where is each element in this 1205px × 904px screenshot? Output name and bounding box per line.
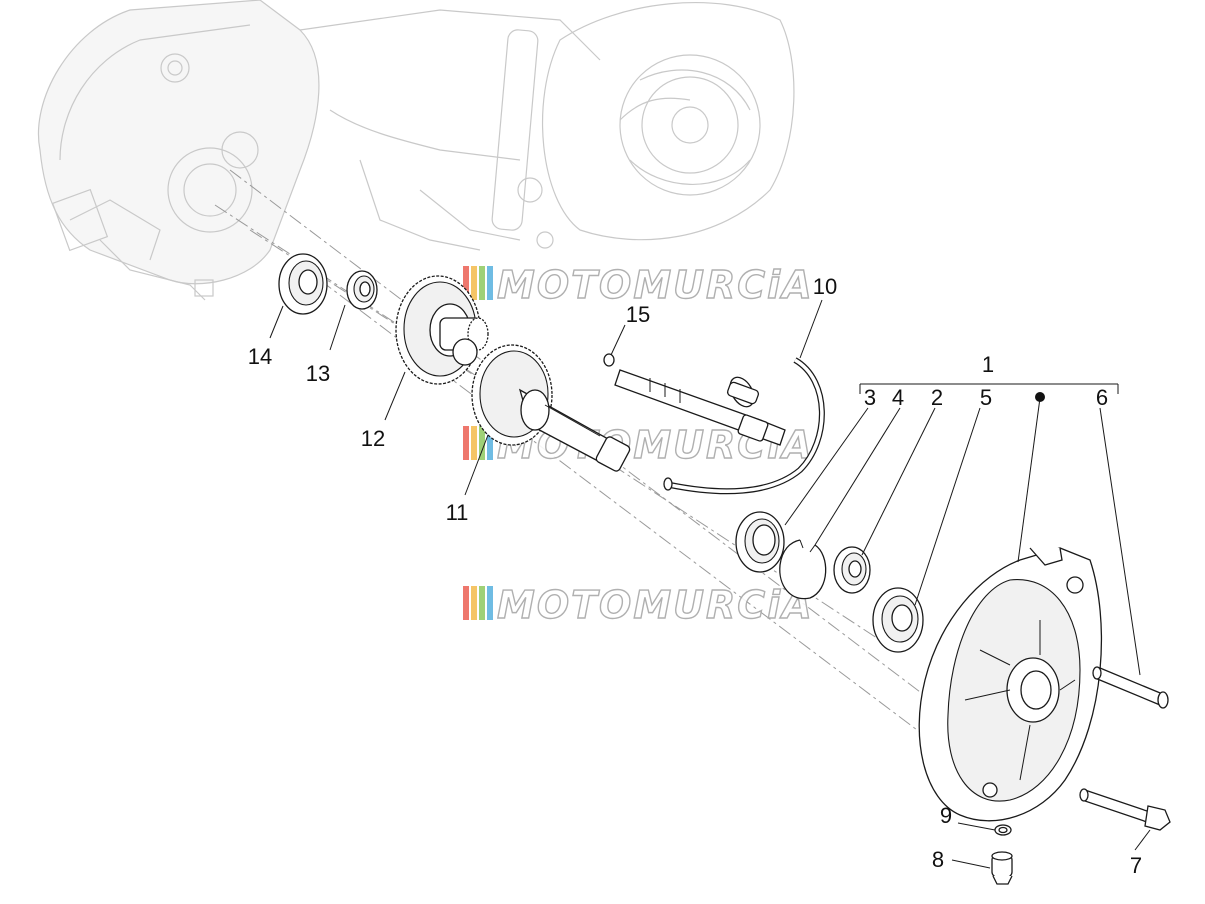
callout-12[interactable]: 12 — [361, 426, 385, 451]
part-9-washer[interactable] — [994, 824, 1012, 836]
callout-6[interactable]: 6 — [1096, 385, 1108, 410]
part-7-bolt[interactable] — [1079, 788, 1171, 831]
part-11-gear-shaft[interactable] — [471, 344, 631, 472]
callout-1[interactable]: 1 — [982, 352, 994, 377]
bullet-marker — [1035, 392, 1045, 402]
leader-lines — [269, 299, 1151, 869]
part-6-pin[interactable] — [1092, 666, 1169, 709]
transmission-cover[interactable] — [918, 547, 1103, 822]
output-shaft — [614, 369, 786, 446]
callout-2[interactable]: 2 — [931, 385, 943, 410]
part-3-oil-seal[interactable] — [735, 511, 785, 573]
part-12-gear[interactable] — [395, 275, 489, 385]
engine-casing-ghost — [38, 0, 795, 301]
callout-labels: 1 2 3 4 5 6 7 8 9 10 11 12 13 14 15 — [248, 274, 1142, 878]
callout-4[interactable]: 4 — [892, 385, 904, 410]
watermark-bottom: MOTOMURCiA — [463, 582, 814, 628]
watermark-text: MOTOMURCiA — [497, 263, 814, 307]
callout-15[interactable]: 15 — [626, 302, 650, 327]
callout-5[interactable]: 5 — [980, 385, 992, 410]
callout-9[interactable]: 9 — [940, 803, 952, 828]
callout-8[interactable]: 8 — [932, 847, 944, 872]
part-5-bearing[interactable] — [872, 587, 924, 653]
callout-10[interactable]: 10 — [813, 274, 837, 299]
part-8-screw[interactable] — [991, 851, 1013, 885]
watermark-text: MOTOMURCiA — [497, 583, 814, 627]
part-14-bearing[interactable] — [278, 253, 328, 315]
part-15-clip[interactable] — [603, 353, 615, 367]
part-10-hose[interactable] — [663, 355, 825, 495]
callout-7[interactable]: 7 — [1130, 853, 1142, 878]
part-13-bearing[interactable] — [346, 270, 378, 310]
callout-3[interactable]: 3 — [864, 385, 876, 410]
callout-13[interactable]: 13 — [306, 361, 330, 386]
callout-11[interactable]: 11 — [446, 500, 469, 525]
part-2-bearing[interactable] — [833, 546, 871, 594]
part-4-circlip[interactable] — [779, 539, 827, 600]
callout-14[interactable]: 14 — [248, 344, 272, 369]
watermark-top: MOTOMURCiA — [463, 262, 814, 308]
